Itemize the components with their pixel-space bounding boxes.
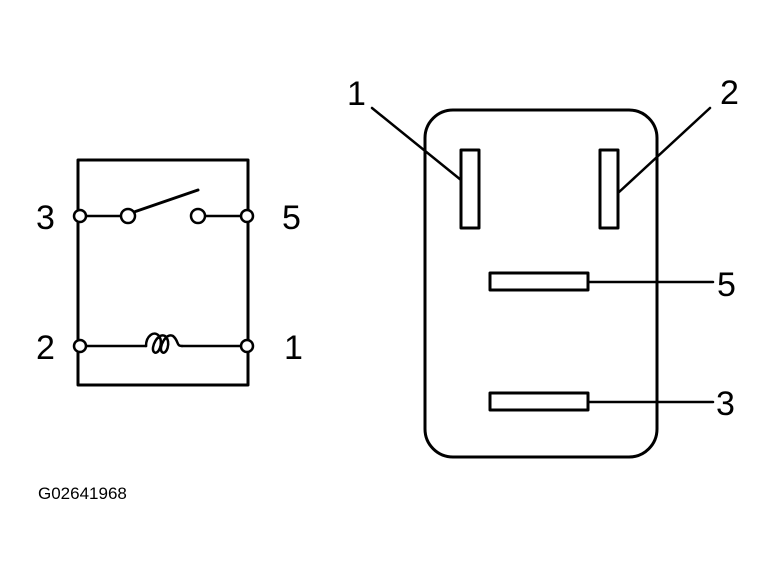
connector-label-1: 1	[347, 75, 366, 113]
switch-pivot-node	[119, 207, 137, 225]
schematic-label-3: 3	[36, 199, 55, 237]
terminal-1-node	[239, 338, 255, 354]
relay-connector: 1 2 5 3	[347, 74, 739, 459]
connector-label-2: 2	[720, 74, 739, 112]
pin-3-blade	[488, 391, 590, 412]
schematic-box	[76, 158, 250, 387]
switch-contact-node	[189, 207, 207, 225]
terminal-5-node	[239, 208, 255, 224]
connector-housing	[423, 108, 659, 459]
switch-contact-arm	[132, 188, 200, 214]
schematic-label-1: 1	[284, 329, 303, 367]
leader-pin-2	[616, 106, 712, 195]
connector-label-3: 3	[716, 385, 735, 423]
pin-5-blade	[488, 271, 590, 292]
connector-label-5: 5	[717, 266, 736, 304]
terminal-3-node	[72, 208, 88, 224]
schematic-label-2: 2	[36, 329, 55, 367]
leader-pin-1	[370, 106, 463, 182]
relay-schematic: 3 5 2 1	[36, 158, 303, 387]
schematic-label-5: 5	[282, 199, 301, 237]
figure-code: G02641968	[38, 484, 127, 503]
terminal-2-node	[72, 338, 88, 354]
coil-icon	[144, 332, 184, 354]
pin-2-blade	[598, 148, 620, 230]
pin-1-blade	[459, 148, 481, 230]
